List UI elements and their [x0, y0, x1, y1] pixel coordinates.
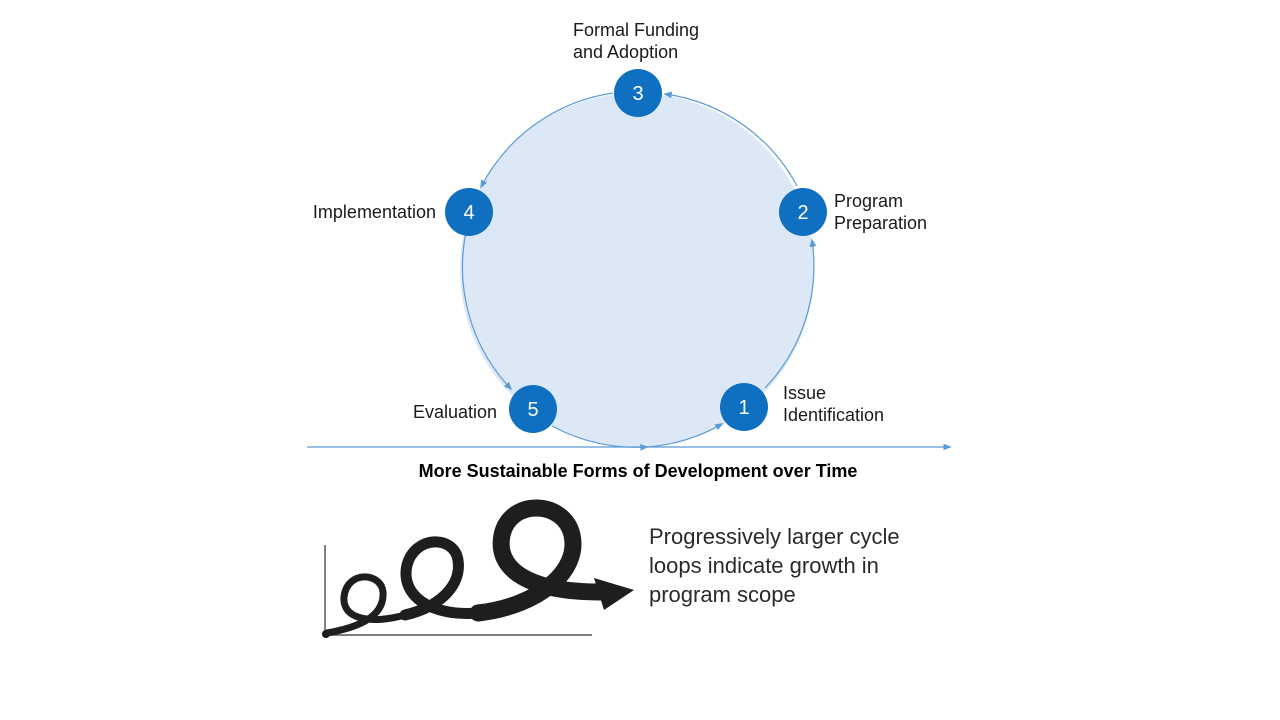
step-3-label-line2: and Adoption [573, 42, 678, 62]
step-4-number: 4 [463, 202, 474, 224]
step-2-number: 2 [797, 202, 808, 224]
axis-caption: More Sustainable Forms of Development ov… [419, 461, 858, 481]
step-3-label-line1: Formal Funding [573, 20, 699, 40]
step-2-label-line1: Program [834, 191, 903, 211]
step-3-number: 3 [632, 83, 643, 105]
step-2-label-line2: Preparation [834, 213, 927, 233]
step-5-number: 5 [527, 399, 538, 421]
step-1-label-line2: Identification [783, 405, 884, 425]
spiral-note: Progressively larger cycle loops indicat… [649, 522, 949, 609]
step-1-number: 1 [738, 397, 749, 419]
step-2: 2 Program Preparation [779, 188, 927, 236]
step-4: 4 Implementation [313, 188, 493, 236]
step-1-label-line1: Issue [783, 383, 826, 403]
step-1: 1 Issue Identification [720, 383, 884, 431]
step-4-label: Implementation [313, 202, 436, 222]
growth-spiral-icon [322, 508, 634, 638]
step-5: 5 Evaluation [413, 385, 557, 433]
step-5-label: Evaluation [413, 402, 497, 422]
